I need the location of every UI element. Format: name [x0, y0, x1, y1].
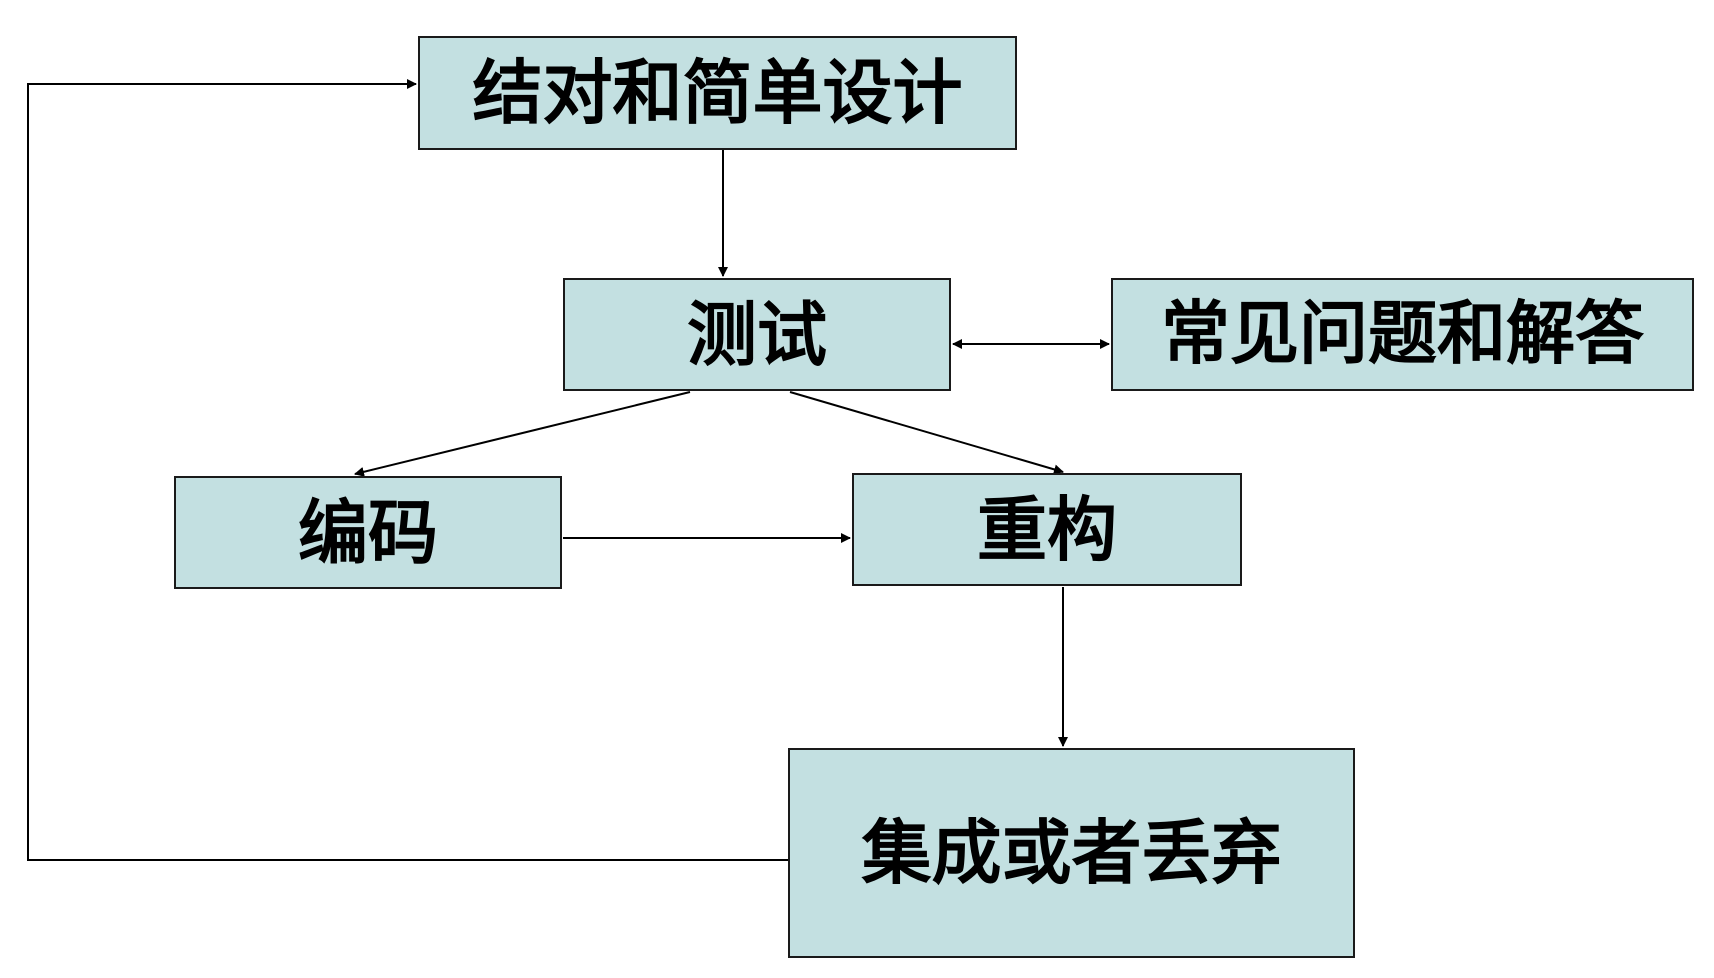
node-test-label: 测试	[687, 293, 827, 376]
edge-test-to-code	[354, 391, 691, 477]
node-code-label: 编码	[298, 491, 438, 574]
node-pair-design: 结对和简单设计	[418, 36, 1017, 150]
node-test: 测试	[563, 278, 951, 391]
node-code: 编码	[174, 476, 562, 589]
node-refactor-label: 重构	[977, 488, 1117, 571]
node-pair-design-label: 结对和简单设计	[472, 52, 963, 134]
node-integrate-label: 集成或者丢弃	[861, 812, 1282, 894]
edge-integrate-to-pair-design	[27, 79, 788, 861]
node-faq: 常见问题和解答	[1111, 278, 1694, 391]
edge-test-to-refactor	[789, 391, 1064, 475]
node-refactor: 重构	[852, 473, 1242, 586]
node-faq-label: 常见问题和解答	[1161, 294, 1644, 374]
node-integrate: 集成或者丢弃	[788, 748, 1355, 958]
